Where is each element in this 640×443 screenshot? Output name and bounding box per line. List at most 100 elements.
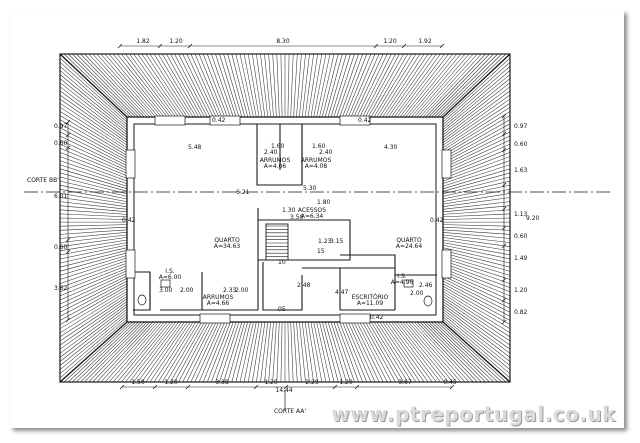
dim-200-mid: 2.00 (235, 287, 249, 294)
dim-left-4: 0.60 (54, 244, 68, 251)
roof-hips (59, 53, 511, 383)
partition-wall (262, 262, 303, 311)
dim-315: 3.15 (330, 238, 344, 245)
room-is-right: I.S. A=4.96 (390, 273, 414, 287)
window (339, 115, 371, 126)
dim-bottom-8: 0.45 (443, 379, 457, 386)
dim-548: 5.48 (188, 144, 202, 151)
dim-130: 1.30 (282, 207, 296, 214)
room-arrumos-3: ARRUMOS A=4.66 (202, 294, 234, 308)
dimension-ticks (501, 113, 507, 325)
dim-right-total: 9.20 (526, 215, 540, 222)
dim-left-2: 0.60 (54, 140, 68, 147)
window (125, 149, 136, 179)
room-area: A=4.96 (390, 279, 414, 287)
room-area: A=4.08 (304, 163, 328, 171)
dim-10: 10 (278, 259, 286, 266)
room-quarto-left: QUARTO A=34.63 (214, 237, 240, 251)
dim-123: 1.23 (318, 238, 332, 245)
partition-wall (258, 219, 351, 261)
room-name: QUARTO (396, 237, 422, 244)
dim-right-3: 1.63 (514, 167, 528, 174)
dim-160-a: 1.60 (271, 143, 285, 150)
dim-right-2: 0.60 (514, 141, 528, 148)
dim-240-a: 2.40 (264, 149, 278, 156)
room-name: ACESSOS (297, 207, 327, 214)
room-name: I.S. (165, 268, 175, 275)
dim-042-bottom: 0.42 (370, 314, 384, 321)
room-area: A=24.64 (395, 243, 423, 251)
dim-bottom-7: 3.67 (398, 379, 412, 386)
dim-top-2: 1.20 (169, 38, 183, 45)
room-arrumos-2: ARRUMOS A=4.08 (300, 157, 332, 171)
dim-bottom-2: 1.20 (164, 379, 178, 386)
dim-042-topleft: 0.42 (212, 117, 226, 124)
room-name: QUARTO (214, 237, 240, 244)
partition-wall (340, 254, 396, 269)
dim-350: 3.50 (290, 214, 304, 221)
dim-180: 1.80 (317, 199, 331, 206)
dim-top-4: 1.20 (383, 38, 397, 45)
room-area: A=4.06 (263, 163, 287, 171)
dim-left-1: 0.97 (54, 123, 68, 130)
basin-left (160, 279, 171, 288)
dim-right-5: 0.60 (514, 233, 528, 240)
room-quarto-right: QUARTO A=24.64 (395, 237, 423, 251)
dim-bottom-1: 1.50 (131, 379, 145, 386)
dim-top-1: 1.82 (136, 38, 150, 45)
dim-300: 3.00 (159, 287, 173, 294)
stairs (266, 225, 288, 257)
dim-246: 2.46 (419, 282, 433, 289)
dim-430: 4.30 (384, 144, 398, 151)
room-name: ARRUMOS (300, 157, 332, 164)
inner-wall-line (133, 123, 437, 316)
toilet-right (423, 295, 433, 307)
dimension-ticks (119, 384, 455, 390)
dim-left-3: 6.01 (54, 193, 68, 200)
dim-200-right: 2.00 (410, 290, 424, 297)
dim-right-6: 1.49 (514, 255, 528, 262)
dim-160-b: 1.60 (312, 143, 326, 150)
dim-bottom-5: 2.29 (305, 379, 319, 386)
room-area: A=4.66 (206, 300, 230, 308)
room-name: ARRUMOS (259, 157, 291, 164)
window (339, 313, 371, 324)
dim-233: 2.33 (223, 287, 237, 294)
dim-right-4: 1.13 (514, 211, 528, 218)
dim-bottom-6: 1.20 (339, 379, 353, 386)
basin-right (403, 279, 414, 288)
window (125, 249, 136, 279)
drawing-sheet: 1.82 1.20 8.30 1.20 1.92 1.50 1.20 3.38 … (10, 10, 624, 428)
dim-bottom-total: 14.44 (275, 387, 293, 394)
room-area: A=11.09 (356, 300, 384, 308)
room-area: A=6.34 (300, 213, 324, 221)
roof-outline (59, 53, 511, 383)
floor-plan-drawing (24, 43, 610, 410)
stair-well (265, 223, 289, 261)
dim-15: 15 (317, 248, 325, 255)
window (199, 313, 231, 324)
window (441, 249, 452, 279)
dim-left-5: 3.62 (54, 285, 68, 292)
room-acessos: ACESSOS A=6.34 (297, 207, 327, 221)
dim-042-left: 0.42 (122, 217, 136, 224)
room-name: I.S. (397, 273, 407, 280)
room-area: A=6.00 (158, 274, 182, 282)
dim-200-left: 2.00 (180, 287, 194, 294)
toilet-left (137, 294, 147, 306)
dim-right-1: 0.97 (514, 123, 528, 130)
window (441, 149, 452, 179)
dim-240-b: 2.40 (319, 149, 333, 156)
dim-248: 2.48 (297, 282, 311, 289)
room-escritorio: ESCRITÓRIO A=11.09 (352, 294, 389, 308)
window (154, 115, 186, 126)
window (209, 115, 241, 126)
dim-right-7: 1.20 (514, 287, 528, 294)
dim-bottom-4: 1.20 (264, 379, 278, 386)
section-label-bb: CORTE BB' (27, 177, 59, 184)
dim-447: 4.47 (335, 289, 349, 296)
room-name: ARRUMOS (202, 294, 234, 301)
dim-bottom-3: 3.38 (215, 379, 229, 386)
dimension-ticks (117, 43, 445, 49)
room-is-left: I.S. A=6.00 (158, 268, 182, 282)
